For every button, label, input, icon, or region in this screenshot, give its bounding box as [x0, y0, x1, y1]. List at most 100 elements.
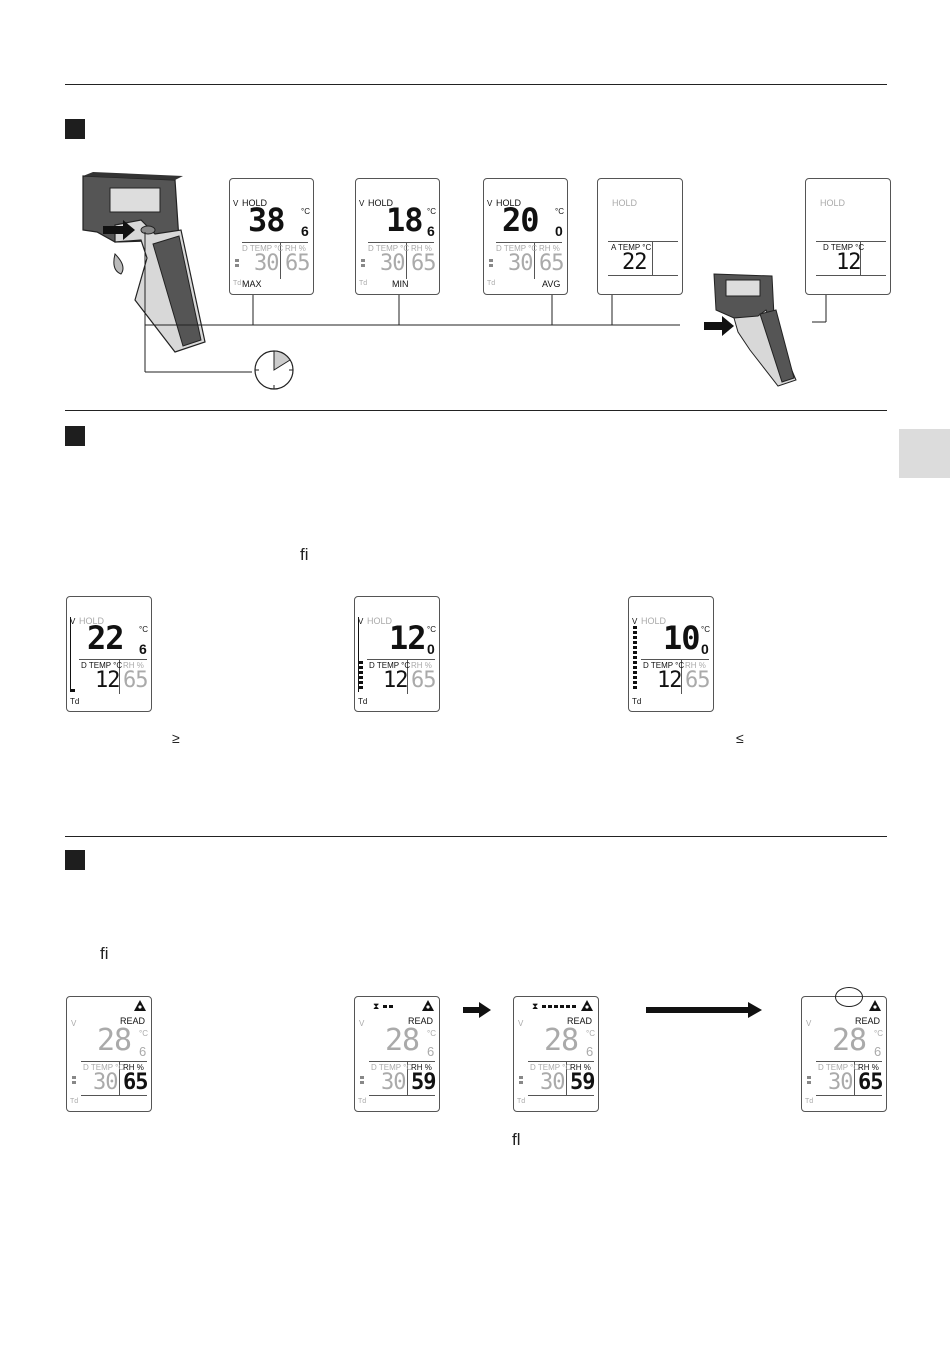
- hourglass-icon: ⧗: [373, 1001, 380, 1011]
- lcd-sub-left-value: 30: [93, 1070, 118, 1095]
- lcd-sub-left-value: 12: [95, 668, 120, 693]
- lcd-sub-right-label: RH %: [411, 661, 432, 670]
- laser-warning-icon: [581, 1000, 593, 1011]
- lcd-td: Td: [359, 280, 368, 287]
- lcd-sub-left-label: D TEMP °C: [496, 244, 538, 253]
- lcd-main-value: 28: [832, 1023, 867, 1058]
- page-number-oval: [835, 987, 863, 1007]
- lcd-humidity-screen-2: ⧗ READ V 28 °C 6 D TEMP °C RH % 30 59 Td: [354, 996, 440, 1112]
- lcd-sub-right-label: RH %: [123, 661, 144, 670]
- lcd-decimal: 6: [139, 1044, 147, 1059]
- lcd-unit: °C: [427, 625, 436, 634]
- section-2-marker: [65, 426, 85, 446]
- lcd-sub-right-label: RH %: [411, 1063, 432, 1072]
- lcd-sub-left-label: D TEMP °C: [530, 1063, 572, 1072]
- lcd-sub-left-value: 30: [254, 251, 279, 276]
- lcd-unit: °C: [139, 1029, 148, 1038]
- lcd-mode: READ: [567, 1016, 593, 1026]
- lcd-dewpoint-screen-2: V HOLD 12 °C 0 D TEMP °C RH % 12 65 Td: [354, 596, 440, 712]
- lcd-sub-right-value: 65: [411, 668, 436, 693]
- lcd-footer: Td: [70, 697, 80, 706]
- ligature-fi: ﬁ: [100, 944, 109, 963]
- lcd-sub-left-label: D TEMP °C: [369, 661, 411, 670]
- ligature-fl: ﬂ: [512, 1130, 521, 1149]
- lcd-dewpoint-screen-3: V HOLD 10 °C 0 D TEMP °C RH % 12 65 Td: [628, 596, 714, 712]
- lcd-footer: AVG: [542, 279, 561, 289]
- lcd-v-indicator: V: [71, 1019, 77, 1028]
- lcd-unit: °C: [139, 625, 148, 634]
- lcd-v-indicator: V: [70, 617, 76, 626]
- lcd-sub-left-value: 30: [381, 1070, 406, 1095]
- lcd-sub-left-label: D TEMP °C: [81, 661, 123, 670]
- lcd-unit: °C: [555, 207, 564, 216]
- lcd-temp-value: 12: [836, 250, 861, 275]
- lcd-sub-right-label: RH %: [685, 661, 706, 670]
- lcd-sub-right-value: 65: [123, 1070, 148, 1095]
- lcd-humidity-screen-1: READ V 28 °C 6 D TEMP °C RH % 30 65 Td: [66, 996, 152, 1112]
- lcd-screen-min: V HOLD 18 °C 6 D TEMP °C RH % 30 65 Td M…: [355, 178, 440, 295]
- lcd-decimal: 6: [301, 223, 309, 239]
- lcd-footer: Td: [70, 1098, 79, 1105]
- lcd-sub-right-label: RH %: [858, 1063, 879, 1072]
- lcd-mode: READ: [120, 1016, 146, 1026]
- lcd-v-indicator: V: [632, 617, 638, 626]
- lcd-v-indicator: V: [518, 1019, 524, 1028]
- symbol-greater-equal: ≥: [172, 730, 180, 746]
- lcd-temp-label: A TEMP °C: [611, 243, 652, 252]
- lcd-mode: HOLD: [641, 616, 667, 626]
- section-3-rule: [65, 836, 887, 837]
- lcd-sub-left-value: 30: [828, 1070, 853, 1095]
- section-1-marker: [65, 119, 85, 139]
- lcd-screen-air-temp: HOLD A TEMP °C 22: [597, 178, 683, 295]
- lcd-sub-left-label: D TEMP °C: [371, 1063, 413, 1072]
- lcd-sub-left-value: 12: [383, 668, 408, 693]
- lcd-v-indicator: V: [359, 1019, 365, 1028]
- lcd-sub-right-label: RH %: [539, 244, 560, 253]
- lcd-footer: MIN: [392, 279, 409, 289]
- lcd-unit: °C: [301, 207, 310, 216]
- lcd-sub-right-label: RH %: [570, 1063, 591, 1072]
- lcd-temp-label: D TEMP °C: [823, 243, 865, 252]
- lcd-unit: °C: [874, 1029, 883, 1038]
- lcd-sub-left-value: 30: [380, 251, 405, 276]
- lcd-screen-avg: V HOLD 20 °C 0 D TEMP °C RH % 30 65 Td A…: [483, 178, 568, 295]
- lcd-mode: HOLD: [79, 616, 105, 626]
- lcd-decimal: 6: [427, 1044, 435, 1059]
- lcd-decimal: 0: [701, 641, 709, 657]
- lcd-unit: °C: [701, 625, 710, 634]
- lcd-sub-right-label: RH %: [123, 1063, 144, 1072]
- lcd-main-value: 18: [386, 201, 424, 239]
- lcd-footer: Td: [632, 697, 642, 706]
- lcd-decimal: 6: [874, 1044, 882, 1059]
- laser-warning-icon: [422, 1000, 434, 1011]
- top-rule: [65, 84, 887, 85]
- side-tab: [899, 429, 950, 478]
- lcd-mode: HOLD: [242, 198, 268, 208]
- lcd-humidity-screen-3: ⧗ READ V 28 °C 6 D TEMP °C RH % 30 59 Td: [513, 996, 599, 1112]
- lcd-mode: HOLD: [368, 198, 394, 208]
- lcd-main-value: 12: [389, 619, 427, 657]
- lcd-mode: HOLD: [820, 198, 846, 208]
- lcd-footer: Td: [517, 1098, 526, 1105]
- lcd-v-indicator: V: [487, 199, 493, 208]
- lcd-sub-left-label: D TEMP °C: [242, 244, 284, 253]
- lcd-main-value: 10: [663, 619, 701, 657]
- lcd-v-indicator: V: [358, 617, 364, 626]
- lcd-v-indicator: V: [233, 199, 239, 208]
- lcd-humidity-screen-4: READ V 28 °C 6 D TEMP °C RH % 30 65 Td: [801, 996, 887, 1112]
- lcd-sub-right-label: RH %: [411, 244, 432, 253]
- lcd-main-value: 38: [248, 201, 286, 239]
- lcd-temp-value: 22: [622, 250, 647, 275]
- lcd-decimal: 6: [586, 1044, 594, 1059]
- lcd-mode: HOLD: [496, 198, 522, 208]
- lcd-footer: Td: [358, 1098, 367, 1105]
- lcd-sub-left-label: D TEMP °C: [643, 661, 685, 670]
- lcd-mode: HOLD: [367, 616, 393, 626]
- lcd-sub-right-label: RH %: [285, 244, 306, 253]
- lcd-main-value: 20: [502, 201, 540, 239]
- lcd-main-value: 28: [385, 1023, 420, 1058]
- lcd-sub-right-value: 59: [411, 1070, 436, 1095]
- timer-icon: [254, 350, 294, 390]
- lcd-decimal: 0: [555, 223, 563, 239]
- lcd-v-indicator: V: [359, 199, 365, 208]
